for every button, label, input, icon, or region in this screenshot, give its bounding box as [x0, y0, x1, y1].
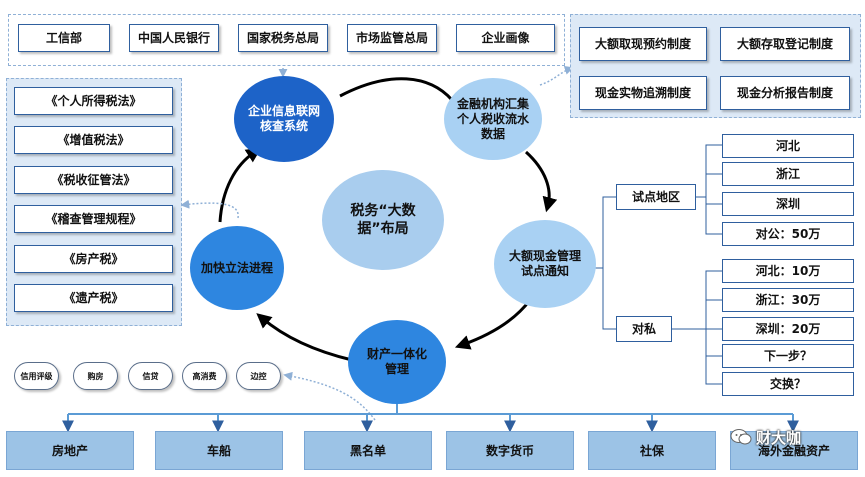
law-box: 《税收征管法》 — [14, 166, 173, 194]
private-item: 下一步？ — [722, 344, 854, 368]
credit-pill: 信贷 — [128, 362, 173, 390]
pilot-region-label: 试点地区 — [616, 184, 696, 210]
circle-bank-data: 金融机构汇集个人税收流水数据 — [444, 78, 542, 160]
cycle-arrow-left-top — [218, 147, 262, 223]
chain-box-enterprise-profile: 企业画像 — [456, 24, 555, 52]
chain-box-samr: 市场监管总局 — [347, 24, 437, 52]
circle-legislation: 加快立法进程 — [190, 226, 284, 310]
bottom-box-social-security: 社保 — [588, 431, 716, 470]
pilot-region-item: 河北 — [722, 134, 854, 158]
credit-pill: 信用评级 — [14, 362, 59, 390]
system-box: 现金实物追溯制度 — [579, 76, 707, 110]
credit-pill: 边控 — [236, 362, 281, 390]
circle-center: 税务“大数据”布局 — [322, 170, 444, 270]
chain-box-sta: 国家税务总局 — [238, 24, 328, 52]
law-box: 《增值税法》 — [14, 126, 173, 154]
cycle-arrow-right-top — [524, 150, 558, 213]
pilot-region-item: 浙江 — [722, 162, 854, 186]
system-box: 大额取现预约制度 — [579, 27, 707, 61]
circle-enterprise-check: 企业信息联网核查系统 — [234, 76, 334, 162]
law-box: 《个人所得税法》 — [14, 87, 173, 115]
system-box: 现金分析报告制度 — [720, 76, 850, 110]
credit-pill: 高消费 — [182, 362, 227, 390]
circle-property: 财产一体化管理 — [348, 320, 446, 404]
law-box: 《房产税》 — [14, 245, 173, 273]
watermark-text: 财大咖 — [756, 428, 802, 447]
private-item: 交换？ — [722, 372, 854, 396]
pilot-region-item: 对公：50万 — [722, 222, 854, 246]
law-box: 《遗产税》 — [14, 284, 173, 312]
private-item: 深圳：20万 — [722, 317, 854, 341]
bottom-box-vehicles: 车船 — [155, 431, 283, 470]
pilot-region-item: 深圳 — [722, 192, 854, 216]
bottom-box-blacklist: 黑名单 — [304, 431, 432, 470]
private-item: 河北：10万 — [722, 259, 854, 283]
credit-pill: 购房 — [73, 362, 118, 390]
chain-box-miit: 工信部 — [18, 24, 110, 52]
chain-box-pboc: 中国人民银行 — [129, 24, 219, 52]
circle-cash-pilot: 大额现金管理试点通知 — [494, 220, 596, 308]
cycle-arrow-right-bottom — [454, 299, 532, 350]
watermark: 财大咖 — [730, 426, 862, 448]
cycle-arrow-top — [339, 77, 454, 101]
bottom-box-overseas-assets: 海外金融资产 — [730, 431, 858, 470]
law-box: 《稽查管理规程》 — [14, 205, 173, 233]
cycle-arrow-left-bottom — [256, 313, 353, 362]
bottom-box-real-estate: 房地产 — [6, 431, 134, 470]
wechat-icon — [730, 429, 752, 445]
private-label: 对私 — [616, 316, 672, 342]
bottom-box-digital-currency: 数字货币 — [446, 431, 574, 470]
private-item: 浙江：30万 — [722, 288, 854, 312]
system-box: 大额存取登记制度 — [720, 27, 850, 61]
